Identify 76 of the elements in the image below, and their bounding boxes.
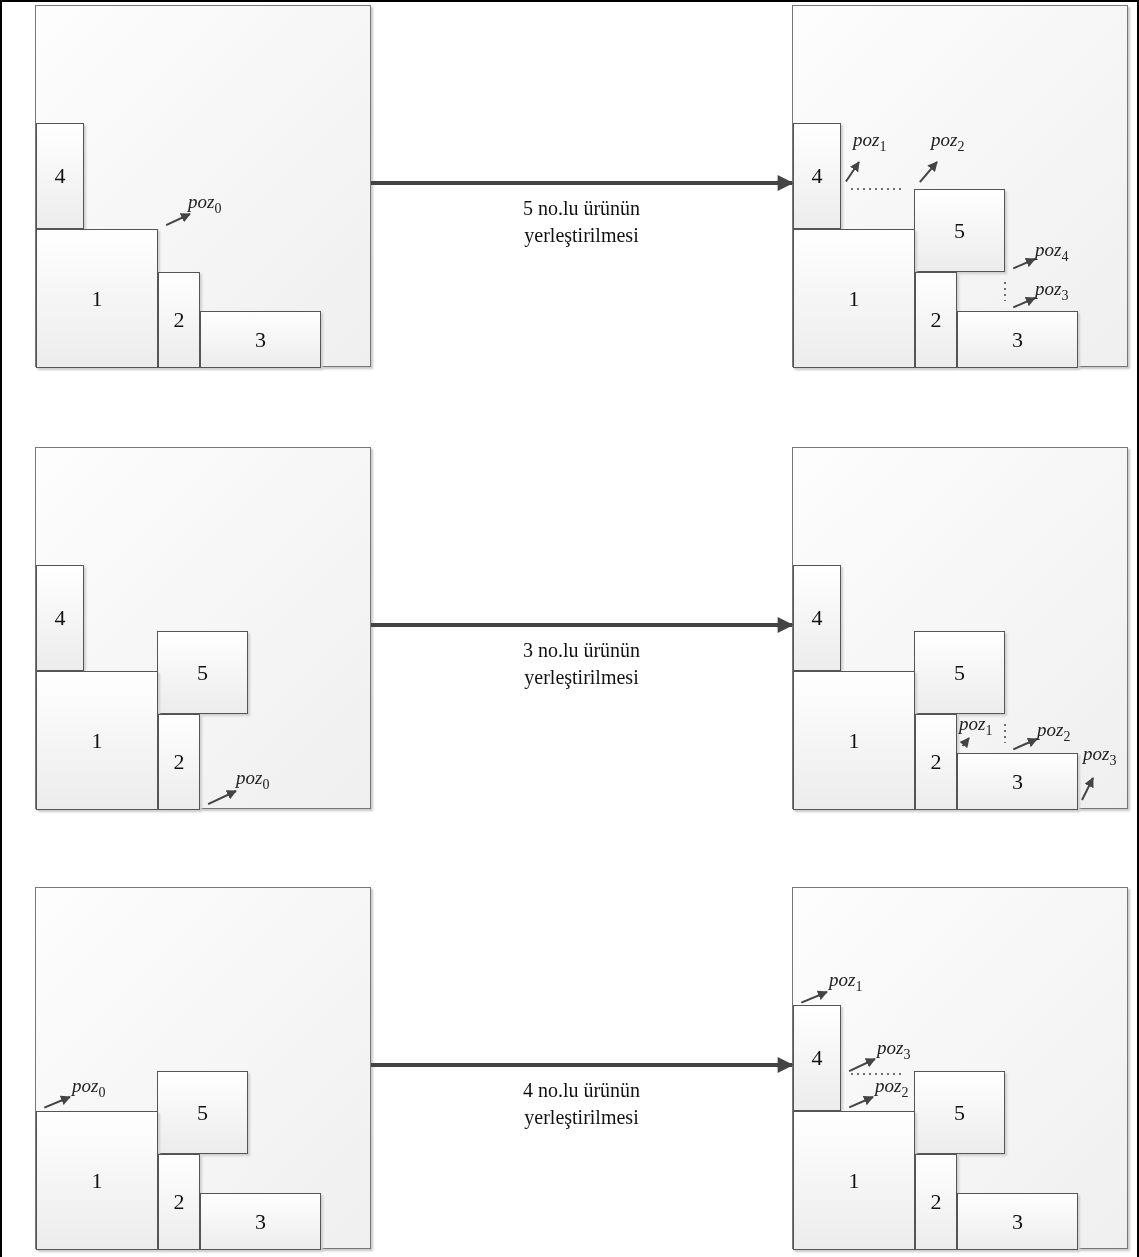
product-number: 3 bbox=[1012, 1208, 1023, 1235]
container-panel bbox=[35, 887, 371, 1249]
product-box bbox=[36, 565, 84, 671]
arrow bbox=[371, 175, 794, 191]
product-number: 4 bbox=[54, 605, 66, 631]
product-box bbox=[914, 189, 1005, 272]
product-box bbox=[158, 272, 200, 368]
product-number: 3 bbox=[255, 326, 266, 353]
product-box bbox=[793, 671, 915, 810]
product-number: 4 bbox=[54, 163, 66, 189]
product-number: 1 bbox=[848, 285, 860, 312]
product-number: 3 bbox=[1012, 768, 1023, 795]
position-label: poz$_{1}$ bbox=[959, 714, 993, 738]
product-number: 1 bbox=[848, 727, 860, 754]
product-box bbox=[157, 631, 248, 714]
product-number: 5 bbox=[954, 217, 965, 244]
container-panel bbox=[792, 447, 1128, 809]
product-number: 5 bbox=[954, 659, 965, 686]
product-number: 2 bbox=[173, 307, 185, 333]
container-panel bbox=[792, 5, 1128, 367]
product-box bbox=[36, 123, 84, 229]
product-box bbox=[793, 1111, 915, 1250]
product-number: 2 bbox=[173, 1189, 185, 1215]
position-label: poz$_{2}$ bbox=[931, 130, 965, 154]
product-box bbox=[36, 229, 158, 368]
product-box bbox=[36, 1111, 158, 1250]
product-box bbox=[793, 229, 915, 368]
product-number: 3 bbox=[1012, 326, 1023, 353]
position-label: poz$_{4}$ bbox=[1035, 240, 1069, 264]
product-box bbox=[914, 631, 1005, 714]
container-panel bbox=[792, 887, 1128, 1249]
product-number: 2 bbox=[930, 1189, 942, 1215]
position-label: poz$_{2}$ bbox=[875, 1076, 909, 1100]
product-number: 1 bbox=[91, 285, 103, 312]
position-label: poz$_{3}$ bbox=[1035, 279, 1069, 303]
product-number: 3 bbox=[255, 1208, 266, 1235]
container-panel bbox=[35, 447, 371, 809]
arrow bbox=[371, 617, 794, 633]
position-label: poz$_{2}$ bbox=[1037, 720, 1071, 744]
product-box bbox=[793, 123, 841, 229]
product-number: 1 bbox=[91, 727, 103, 754]
position-label: poz$_{0}$ bbox=[188, 192, 222, 216]
product-box bbox=[957, 753, 1078, 810]
position-label: poz$_{0}$ bbox=[236, 768, 270, 792]
product-box bbox=[200, 311, 321, 368]
product-box bbox=[158, 1154, 200, 1250]
product-number: 2 bbox=[173, 749, 185, 775]
position-label: poz$_{3}$ bbox=[1083, 744, 1117, 768]
product-number: 4 bbox=[811, 163, 823, 189]
product-box bbox=[915, 272, 957, 368]
product-number: 4 bbox=[811, 605, 823, 631]
product-number: 2 bbox=[930, 749, 942, 775]
product-number: 5 bbox=[197, 1099, 208, 1126]
product-box bbox=[915, 1154, 957, 1250]
product-number: 5 bbox=[197, 659, 208, 686]
product-box bbox=[793, 1005, 841, 1111]
product-box bbox=[157, 1071, 248, 1154]
product-box bbox=[200, 1193, 321, 1250]
position-label: poz$_{1}$ bbox=[829, 970, 863, 994]
arrow bbox=[371, 1057, 794, 1073]
product-box bbox=[957, 311, 1078, 368]
product-box bbox=[793, 565, 841, 671]
position-label: poz$_{1}$ bbox=[853, 130, 887, 154]
product-number: 2 bbox=[930, 307, 942, 333]
product-box bbox=[915, 714, 957, 810]
product-number: 1 bbox=[91, 1167, 103, 1194]
product-box bbox=[914, 1071, 1005, 1154]
position-label: poz$_{3}$ bbox=[877, 1038, 911, 1062]
product-box bbox=[957, 1193, 1078, 1250]
product-number: 1 bbox=[848, 1167, 860, 1194]
product-number: 5 bbox=[954, 1099, 965, 1126]
position-label: poz$_{0}$ bbox=[72, 1076, 106, 1100]
product-number: 4 bbox=[811, 1045, 823, 1071]
container-panel bbox=[35, 5, 371, 367]
product-box bbox=[36, 671, 158, 810]
product-box bbox=[158, 714, 200, 810]
